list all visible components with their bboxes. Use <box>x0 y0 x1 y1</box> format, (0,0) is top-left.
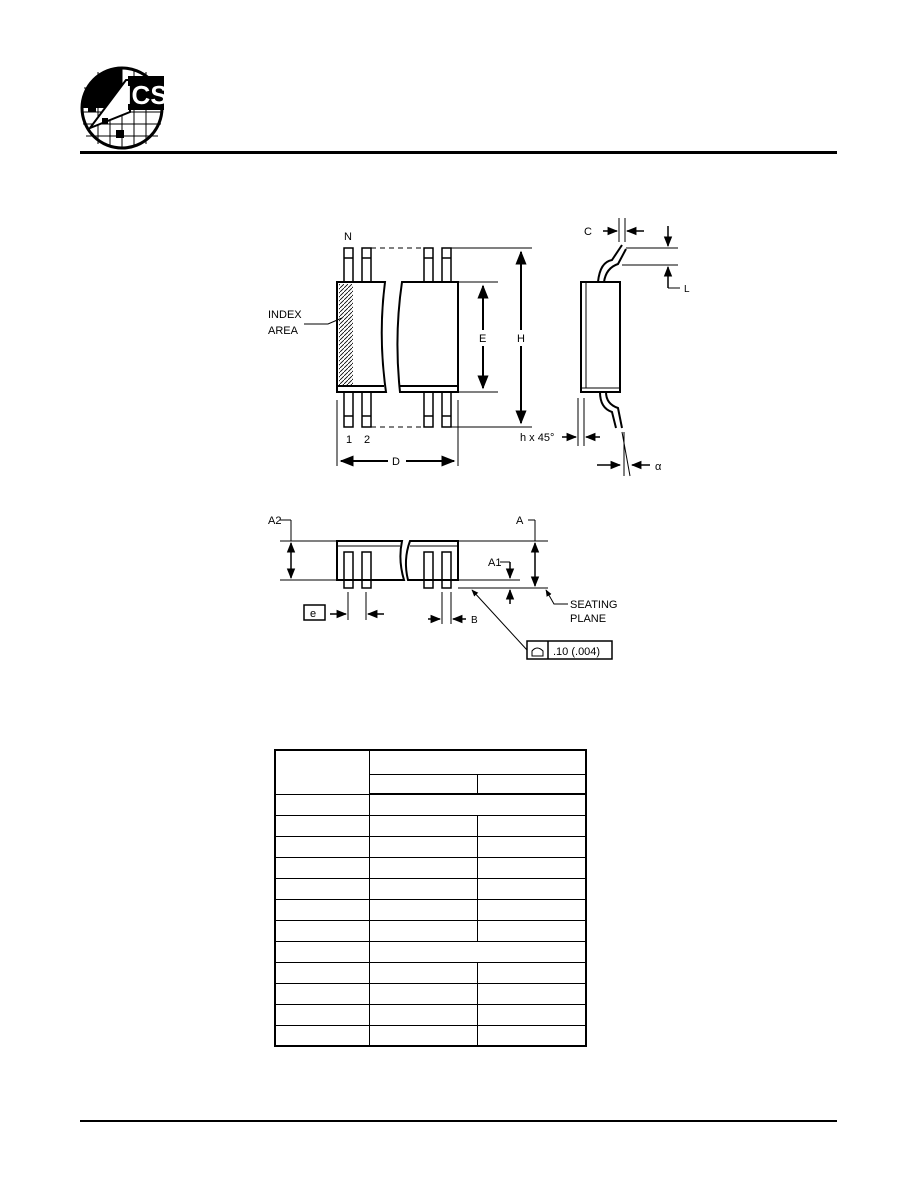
angle-label: α <box>655 461 662 473</box>
dim-h-label: H <box>517 333 525 345</box>
table-cell <box>274 856 370 879</box>
package-outline-drawing: N 1 2 INDEX AREA E H D C <box>268 218 690 660</box>
footer-rule <box>80 1120 837 1122</box>
table-cell <box>477 982 587 1005</box>
side-view <box>562 218 680 477</box>
dim-a1-label: A1 <box>488 557 501 569</box>
seating-plane-label-2: PLANE <box>570 613 606 625</box>
table-row <box>274 961 587 984</box>
table-row <box>274 1003 587 1026</box>
table-cell <box>369 793 587 816</box>
table-row <box>274 856 587 879</box>
header-rule <box>80 151 837 154</box>
table-cell <box>369 877 478 900</box>
table-cell <box>369 856 478 879</box>
table-row <box>274 749 587 795</box>
table-cell <box>369 961 478 984</box>
table-cell <box>369 749 587 775</box>
table-cell <box>369 898 478 921</box>
table-row <box>274 877 587 900</box>
dimensions-table <box>274 749 587 1047</box>
dim-c-label: C <box>584 226 592 238</box>
table-cell <box>477 1024 587 1047</box>
table-cell <box>477 814 587 837</box>
table-row <box>274 814 587 837</box>
table-row <box>274 1024 587 1047</box>
table-row <box>275 773 587 795</box>
table-cell <box>274 877 370 900</box>
table-cell <box>274 1024 370 1047</box>
table-cell <box>274 835 370 858</box>
table-cell <box>369 919 478 942</box>
dim-l-label: L <box>684 284 690 295</box>
flatness-tolerance-label: .10 (.004) <box>553 646 600 658</box>
table-cell <box>274 793 370 816</box>
table-cell <box>274 749 370 795</box>
table-cell <box>477 835 587 858</box>
pin-1-label: 1 <box>346 434 352 446</box>
table-cell <box>477 1003 587 1026</box>
table-cell <box>477 877 587 900</box>
table-cell <box>274 1003 370 1026</box>
table-cell <box>369 982 478 1005</box>
table-cell <box>274 919 370 942</box>
table-cell <box>477 898 587 921</box>
front-view <box>280 519 613 660</box>
index-area-label-1: INDEX <box>268 309 302 321</box>
table-cell <box>477 856 587 879</box>
seating-plane-label-1: SEATING <box>570 599 617 611</box>
table-cell <box>477 919 587 942</box>
table-cell <box>369 814 478 837</box>
table-row <box>274 835 587 858</box>
table-cell <box>477 773 587 795</box>
table-row <box>274 940 587 963</box>
table-cell <box>274 898 370 921</box>
table-cell <box>369 1024 478 1047</box>
table-cell <box>369 773 478 795</box>
table-cell <box>477 961 587 984</box>
table-cell <box>274 961 370 984</box>
index-area-label-2: AREA <box>268 325 299 337</box>
table-cell <box>274 940 370 963</box>
table-cell <box>274 982 370 1005</box>
ics-logo: ICS <box>80 66 164 150</box>
table-row <box>274 793 587 816</box>
dim-b-label: B <box>471 615 478 626</box>
top-view <box>304 247 532 467</box>
table-cell <box>369 835 478 858</box>
dim-e-label: E <box>479 333 486 345</box>
pin-2-label: 2 <box>364 434 370 446</box>
logo-text: ICS <box>124 80 164 110</box>
dim-e-pitch-label: e <box>310 608 316 620</box>
table-cell <box>369 940 587 963</box>
dim-a-label: A <box>516 515 524 527</box>
table-row <box>274 919 587 942</box>
table-row <box>274 982 587 1005</box>
pin-n-label: N <box>344 231 352 243</box>
chamfer-label: h x 45° <box>520 432 554 444</box>
dim-d-label: D <box>392 456 400 468</box>
table-cell <box>369 1003 478 1026</box>
dim-a2-label: A2 <box>268 515 281 527</box>
table-row <box>274 898 587 921</box>
table-cell <box>274 814 370 837</box>
